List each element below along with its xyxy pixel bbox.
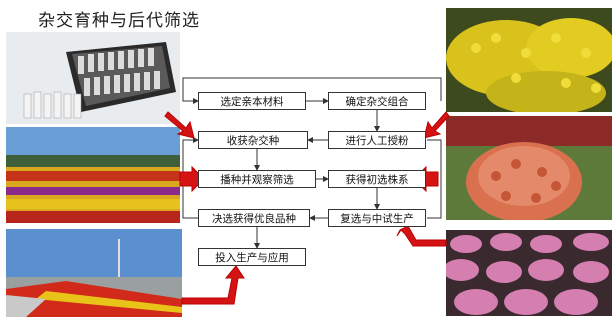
box-sow-and-screen: 播种并观察筛选 [198, 170, 316, 188]
seed-packets-photo [6, 32, 180, 124]
page-title: 杂交育种与后代筛选 [38, 11, 200, 31]
garden-walkway-photo [6, 229, 182, 317]
box-get-primary-lines: 获得初选株系 [328, 170, 426, 188]
box-select-superior: 决选获得优良品种 [198, 209, 310, 227]
box-select-parents: 选定亲本材料 [198, 92, 306, 110]
box-harvest-seeds: 收获杂交种 [198, 131, 308, 149]
pink-chrysanthemum-ball-photo [446, 116, 612, 220]
yellow-chrysanthemum-photo [446, 8, 612, 112]
box-determine-cross: 确定杂交组合 [328, 92, 426, 110]
box-production-application: 投入生产与应用 [198, 248, 306, 266]
pink-chrysanthemum-rows-photo [446, 230, 612, 316]
flower-field-photo [6, 127, 180, 223]
box-artificial-pollination: 进行人工授粉 [328, 131, 426, 149]
box-reselect-trial: 复选与中试生产 [328, 209, 426, 227]
